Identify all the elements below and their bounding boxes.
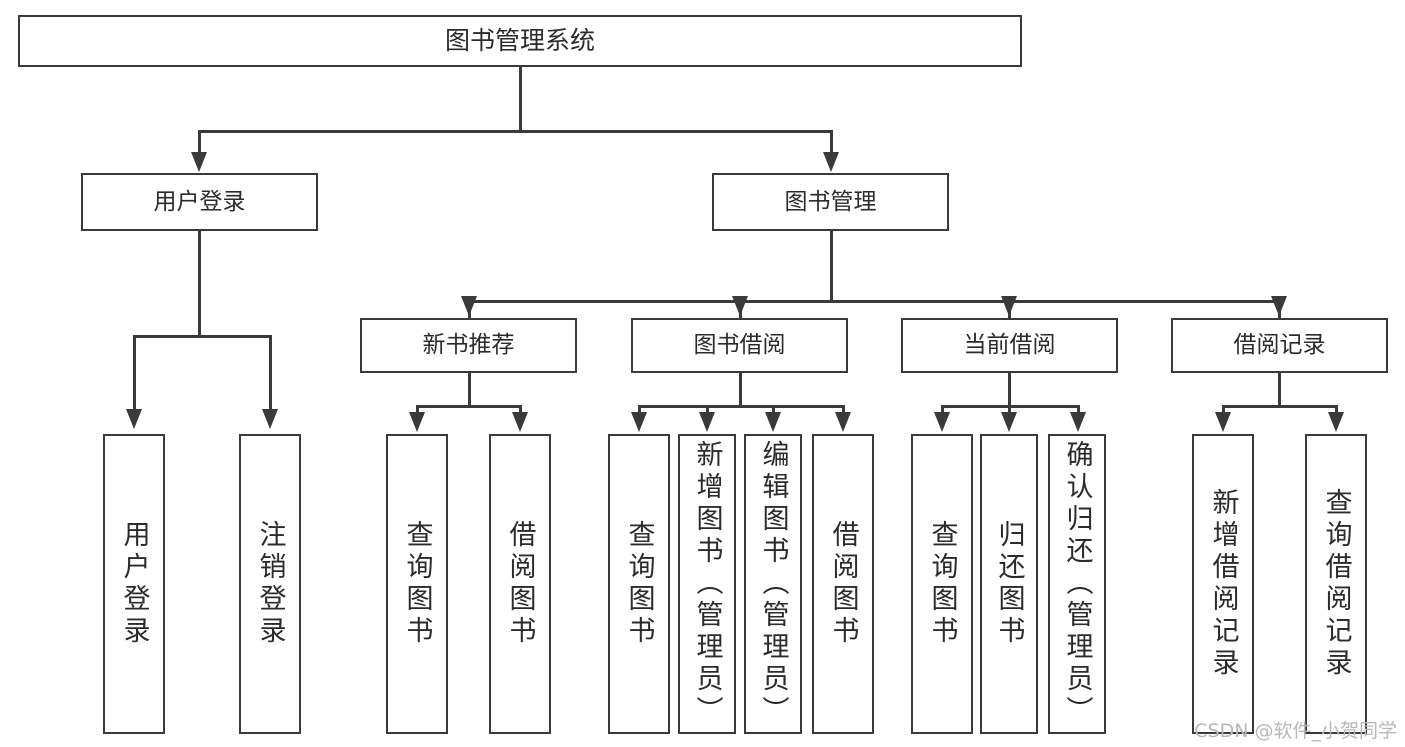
node-leaf-add-record-label: 新增借阅记录	[1207, 488, 1239, 680]
arrow-current-borrow	[1001, 296, 1017, 316]
connector-book-borrow-stem	[739, 373, 742, 407]
node-leaf-return-book-label: 归还图书	[993, 520, 1025, 648]
arrow-leaf-borrow-book-2	[835, 412, 851, 432]
node-leaf-logout-label: 注销登录	[254, 520, 286, 648]
node-leaf-borrow-book-1[interactable]: 借阅图书	[489, 434, 551, 734]
arrow-leaf-confirm-return	[1070, 412, 1086, 432]
node-leaf-user-login[interactable]: 用户登录	[103, 434, 165, 734]
arrow-user-login	[191, 152, 207, 172]
node-leaf-query-book-2[interactable]: 查询图书	[608, 434, 670, 734]
arrow-new-book-recommend	[461, 296, 477, 316]
connector-drop-leaf-user-login	[133, 335, 136, 415]
arrow-leaf-add-book	[699, 412, 715, 432]
connector-drop-book-management	[830, 130, 833, 160]
node-new-book-recommend[interactable]: 新书推荐	[360, 318, 577, 373]
node-leaf-query-record-label: 查询借阅记录	[1320, 488, 1352, 680]
connector-user-login-stem	[198, 231, 201, 337]
connector-new-book-recommend-bus	[416, 405, 521, 408]
connector-user-login-bus	[133, 335, 271, 338]
node-leaf-add-book[interactable]: 新增图书（管理员）	[678, 434, 736, 734]
node-user-login[interactable]: 用户登录	[81, 173, 318, 231]
connector-root-stem	[519, 67, 522, 132]
arrow-leaf-query-book-3	[934, 412, 950, 432]
arrow-leaf-user-login	[126, 409, 142, 429]
node-borrow-record[interactable]: 借阅记录	[1171, 318, 1388, 373]
node-leaf-edit-book-label: 编辑图书（管理员）	[757, 440, 789, 728]
node-leaf-return-book[interactable]: 归还图书	[980, 434, 1038, 734]
node-leaf-confirm-return-label: 确认归还（管理员）	[1061, 440, 1093, 728]
arrow-book-borrow	[732, 296, 748, 316]
arrow-leaf-logout	[262, 409, 278, 429]
arrow-leaf-edit-book	[765, 412, 781, 432]
connector-level3-bus	[468, 300, 1280, 303]
arrow-leaf-borrow-book-1	[512, 412, 528, 432]
connector-borrow-record-stem	[1278, 373, 1281, 407]
connector-borrow-record-bus	[1222, 405, 1337, 408]
node-leaf-add-record[interactable]: 新增借阅记录	[1192, 434, 1254, 734]
node-leaf-borrow-book-2[interactable]: 借阅图书	[812, 434, 874, 734]
node-current-borrow-label: 当前借阅	[963, 332, 1056, 359]
node-leaf-user-login-label: 用户登录	[118, 520, 150, 648]
node-book-borrow[interactable]: 图书借阅	[631, 318, 848, 373]
node-new-book-recommend-label: 新书推荐	[422, 332, 515, 359]
connector-book-management-stem	[830, 231, 833, 302]
node-book-management-label: 图书管理	[784, 188, 877, 215]
connector-drop-user-login	[198, 130, 201, 160]
arrow-leaf-return-book	[1001, 412, 1017, 432]
node-book-borrow-label: 图书借阅	[693, 332, 786, 359]
connector-drop-leaf-logout	[269, 335, 272, 415]
arrow-leaf-add-record	[1215, 412, 1231, 432]
node-leaf-borrow-book-1-label: 借阅图书	[504, 520, 536, 648]
node-current-borrow[interactable]: 当前借阅	[901, 318, 1118, 373]
node-user-login-label: 用户登录	[153, 188, 246, 215]
arrow-leaf-query-book-2	[631, 412, 647, 432]
arrow-borrow-record	[1271, 296, 1287, 316]
node-leaf-query-book-3[interactable]: 查询图书	[911, 434, 973, 734]
node-leaf-query-book-1-label: 查询图书	[401, 520, 433, 648]
node-root[interactable]: 图书管理系统	[18, 15, 1022, 67]
node-leaf-logout[interactable]: 注销登录	[239, 434, 301, 734]
connector-current-borrow-stem	[1008, 373, 1011, 407]
connector-level1-bus	[198, 130, 832, 133]
node-borrow-record-label: 借阅记录	[1233, 332, 1326, 359]
arrow-leaf-query-book-1	[409, 412, 425, 432]
node-leaf-add-book-label: 新增图书（管理员）	[691, 440, 723, 728]
node-book-management[interactable]: 图书管理	[712, 173, 949, 231]
node-leaf-borrow-book-2-label: 借阅图书	[827, 520, 859, 648]
connector-book-borrow-bus	[638, 405, 844, 408]
node-root-label: 图书管理系统	[444, 25, 595, 55]
node-leaf-confirm-return[interactable]: 确认归还（管理员）	[1048, 434, 1106, 734]
arrow-leaf-query-record	[1328, 412, 1344, 432]
connector-new-book-recommend-stem	[468, 373, 471, 407]
node-leaf-query-book-2-label: 查询图书	[623, 520, 655, 648]
node-leaf-query-book-1[interactable]: 查询图书	[386, 434, 448, 734]
node-leaf-edit-book[interactable]: 编辑图书（管理员）	[744, 434, 802, 734]
node-leaf-query-record[interactable]: 查询借阅记录	[1305, 434, 1367, 734]
node-leaf-query-book-3-label: 查询图书	[926, 520, 958, 648]
arrow-book-management	[823, 152, 839, 172]
